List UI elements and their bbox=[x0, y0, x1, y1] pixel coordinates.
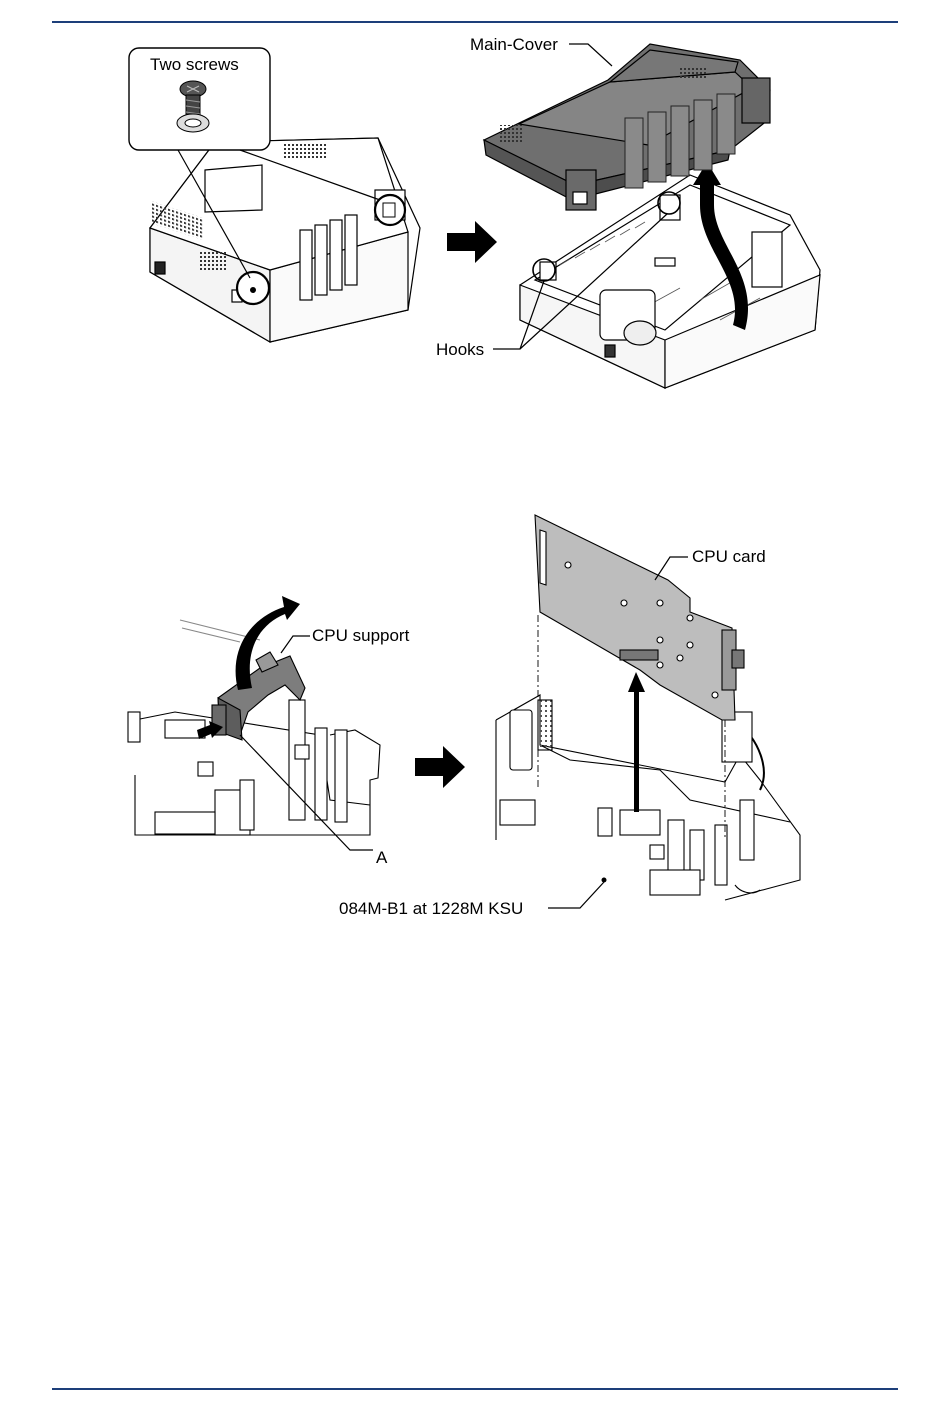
two-screws-label: Two screws bbox=[150, 55, 239, 74]
cpu-support-label: CPU support bbox=[312, 626, 410, 645]
hooks-label: Hooks bbox=[436, 340, 484, 359]
ksu-pointer-dot bbox=[602, 878, 607, 883]
ksu-closed-illustration bbox=[150, 138, 420, 342]
cpu-card-label: CPU card bbox=[692, 547, 766, 566]
main-cover-illustration bbox=[484, 44, 770, 210]
ksu-label: 084M-B1 at 1228M KSU bbox=[339, 899, 523, 918]
ksu-interior-right-illustration bbox=[496, 695, 800, 900]
ksu-interior-left-illustration bbox=[128, 620, 380, 835]
figure-2-cpu-card: CPU support A bbox=[128, 515, 800, 918]
step-arrow-icon bbox=[447, 221, 497, 263]
step-arrow-2-icon bbox=[415, 746, 465, 788]
main-cover-label: Main-Cover bbox=[470, 35, 558, 54]
figure-1-cover-removal: Two screws bbox=[129, 35, 820, 388]
ksu-open-illustration bbox=[520, 175, 820, 388]
a-label: A bbox=[376, 848, 388, 867]
